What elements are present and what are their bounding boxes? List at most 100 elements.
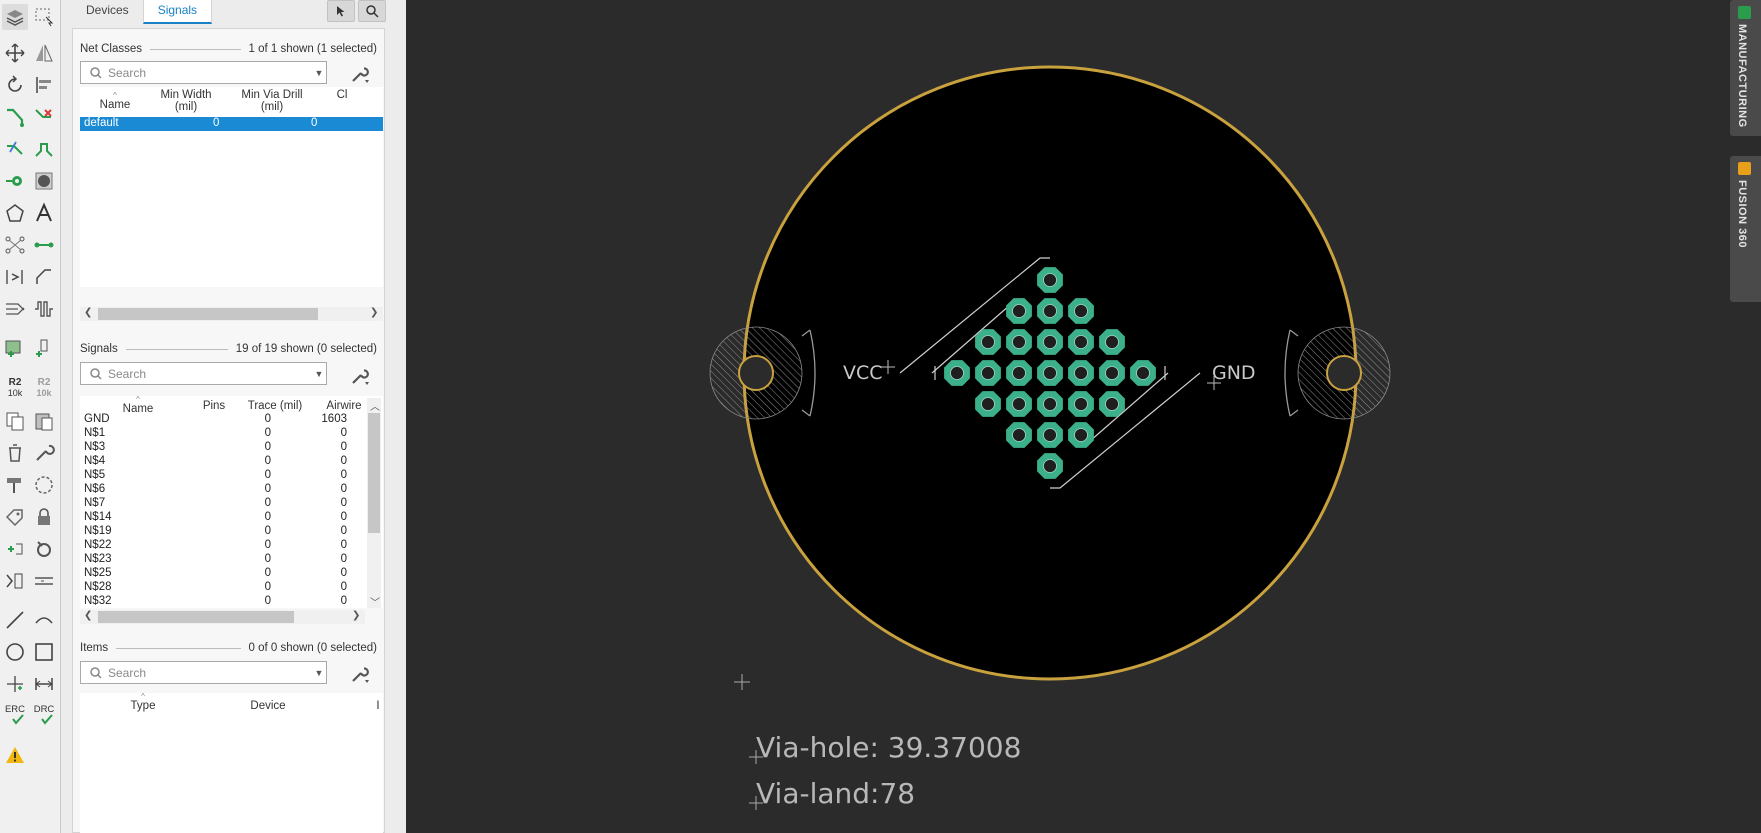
split-icon[interactable] [2,568,28,594]
hole-icon[interactable] [31,168,57,194]
scroll-thumb[interactable] [98,611,294,623]
column-header-trace[interactable]: Trace (mil) [247,400,303,412]
drc-button[interactable]: DRC [31,703,57,729]
manufacturing-tab[interactable]: MANUFACTURING [1730,0,1761,136]
items-search-input[interactable]: Search ▼ [80,661,327,684]
wrench-icon[interactable] [31,440,57,466]
bus-icon[interactable] [2,296,28,322]
net-classes-settings-button[interactable] [347,62,373,86]
select-mode-button[interactable] [327,0,355,22]
move-icon[interactable] [2,40,28,66]
signals-vscrollbar[interactable]: ︿ ﹀ [367,398,381,609]
chevron-right-icon[interactable]: ❯ [370,307,379,318]
column-header-pins[interactable]: Pins [202,400,226,412]
mark-icon[interactable] [2,671,28,697]
signals-hscrollbar[interactable]: ❮ ❯ [80,610,365,624]
lock-icon[interactable] [31,504,57,530]
column-header-min-width[interactable]: Min Width (mil) [160,89,212,113]
wire-icon[interactable] [31,264,57,290]
ratsnest-icon[interactable] [2,232,28,258]
scroll-thumb[interactable] [98,308,318,320]
board-canvas[interactable]: VCC GND Via-hole: 39.37008 Via-land:78 [406,0,1761,833]
column-header-type[interactable]: ^Type [130,692,156,713]
column-header-device[interactable]: Device [250,700,286,712]
chevron-down-icon[interactable]: ▼ [314,667,324,678]
vcc-label[interactable]: VCC [843,362,883,384]
ripup-icon[interactable] [31,104,57,130]
chevron-down-icon[interactable]: ﹀ [370,598,380,609]
scroll-thumb[interactable] [368,413,380,533]
chevron-down-icon[interactable]: ▼ [314,67,324,78]
gnd-label[interactable]: GND [1212,362,1256,384]
via-icon[interactable] [2,168,28,194]
table-row[interactable]: default 0 0 [80,117,383,131]
select-icon[interactable] [31,4,57,30]
rectangle-icon[interactable] [31,639,57,665]
erc-button[interactable]: ERC [2,703,28,729]
net-classes-hscrollbar[interactable]: ❮ ❯ [80,307,383,321]
circle-icon[interactable] [2,639,28,665]
via-hole-text[interactable]: Via-hole: 39.37008 [756,731,1022,764]
column-header-name[interactable]: ^Name [99,91,131,112]
chevron-down-icon[interactable]: ▼ [314,368,324,379]
rotate-icon[interactable] [2,72,28,98]
align-icon[interactable] [31,72,57,98]
name-tool[interactable]: R2 10k [2,375,28,401]
items-settings-button[interactable] [347,662,373,686]
route-icon[interactable] [2,104,28,130]
mirror-icon[interactable] [31,40,57,66]
tab-devices[interactable]: Devices [86,3,129,17]
column-header-airwire[interactable]: Airwire [326,400,362,412]
add-part-icon[interactable] [2,335,28,361]
copy-icon[interactable] [2,408,28,434]
signals-settings-button[interactable] [347,364,373,388]
via-land-text[interactable]: Via-land:78 [756,777,916,810]
group-icon[interactable] [31,472,57,498]
paste-icon[interactable] [31,408,57,434]
column-header-clearance[interactable]: Cl [336,89,348,101]
polygon-icon[interactable] [2,200,28,226]
net-classes-search-input[interactable]: Search ▼ [80,61,327,84]
paint-icon[interactable] [2,472,28,498]
attribute-icon[interactable] [2,504,28,530]
join-icon[interactable] [31,568,57,594]
column-header-min-via-drill[interactable]: Min Via Drill (mil) [241,89,303,113]
column-header-i[interactable]: I [376,700,380,712]
value-tool[interactable]: R2 10k [31,375,57,401]
chevron-left-icon[interactable]: ❮ [84,610,93,621]
panel-splitter[interactable] [388,0,406,833]
delete-icon[interactable] [2,440,28,466]
signal-icon[interactable] [31,232,57,258]
signals-search-input[interactable]: Search ▼ [80,362,327,385]
warning-icon[interactable] [2,742,28,768]
wave-icon[interactable] [31,296,57,322]
chevron-up-icon[interactable]: ︿ [370,402,380,413]
arc-icon[interactable] [31,607,57,633]
replace-icon[interactable] [2,536,28,562]
pcb-board[interactable] [406,0,1761,833]
mounting-hole-left[interactable] [709,326,816,420]
tab-signals[interactable]: Signals [142,0,213,24]
zoom-select-button[interactable] [358,0,386,22]
text-icon[interactable] [31,200,57,226]
meander-icon[interactable] [31,136,57,162]
chevron-left-icon[interactable]: ❮ [84,307,93,318]
chevron-right-icon[interactable]: ❯ [352,610,361,621]
swap-icon[interactable] [2,264,28,290]
fusion-360-tab[interactable]: FUSION 360 [1730,156,1761,302]
dimension-icon[interactable] [31,671,57,697]
